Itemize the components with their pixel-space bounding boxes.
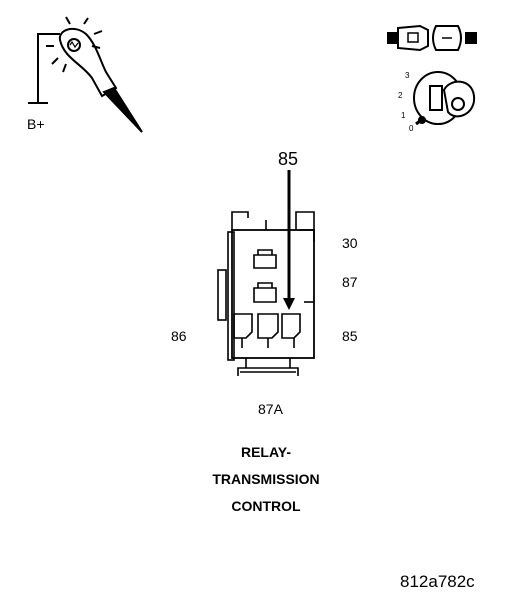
figure-id: 812a782c — [400, 572, 475, 591]
ignition-key-icon — [413, 71, 476, 126]
pin-85-label: 85 — [342, 328, 358, 344]
relay-connector — [217, 211, 315, 376]
ignition-position-2: 2 — [398, 91, 403, 100]
b-plus-label: B+ — [27, 116, 45, 132]
ignition-position-1: 1 — [401, 111, 406, 120]
title-line-2: TRANSMISSION — [212, 471, 320, 487]
connector-icon — [387, 24, 477, 52]
title-line-3: CONTROL — [231, 498, 301, 514]
ignition-position-0: 0 — [409, 124, 414, 133]
pin-30-label: 30 — [342, 235, 358, 251]
title-line-1: RELAY- — [240, 444, 292, 460]
probe-pin-label: 85 — [278, 149, 299, 169]
ignition-position-3: 3 — [405, 71, 410, 80]
test-light-icon — [28, 16, 143, 133]
pin-87a-label: 87A — [258, 401, 283, 417]
probe-arrow — [283, 170, 295, 310]
pin-87-label: 87 — [342, 274, 358, 290]
pin-86-label: 86 — [171, 328, 187, 344]
